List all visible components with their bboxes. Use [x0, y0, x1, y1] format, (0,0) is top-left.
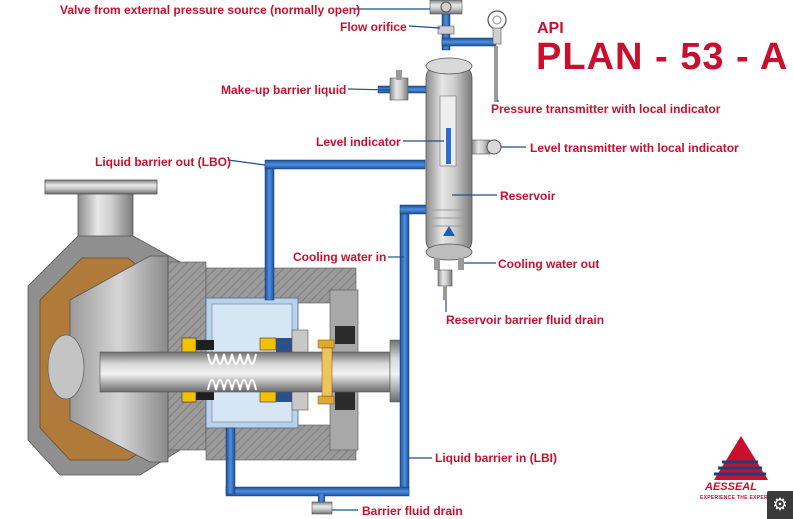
reservoir — [425, 57, 473, 270]
label-lbi: Liquid barrier in (LBI) — [435, 451, 557, 465]
label-makeup: Make-up barrier liquid — [221, 83, 347, 97]
gear-icon: ⚙ — [772, 495, 788, 515]
shaft — [99, 339, 405, 405]
pump-casing — [27, 179, 359, 476]
logo-name: AESSEAL — [705, 481, 757, 493]
label-level-indicator: Level indicator — [316, 135, 401, 149]
page-title: PLAN - 53 - A — [536, 36, 789, 78]
aesseal-logo-mark — [714, 436, 768, 480]
label-reservoir-drain: Reservoir barrier fluid drain — [446, 313, 605, 327]
label-cooling-in: Cooling water in — [293, 250, 387, 264]
settings-button[interactable]: ⚙ — [767, 491, 793, 519]
label-pressure-transmitter: Pressure transmitter with local indicato… — [491, 102, 721, 116]
label-level-transmitter: Level transmitter with local indicator — [530, 141, 739, 155]
logo-tagline: EXPERIENCE THE EXPERTS — [700, 495, 775, 501]
label-barrier-drain: Barrier fluid drain — [362, 504, 463, 518]
label-flow-orifice: Flow orifice — [340, 20, 407, 34]
title-api: API — [537, 20, 564, 37]
label-valve-external: Valve from external pressure source (nor… — [60, 3, 361, 17]
label-lbo: Liquid barrier out (LBO) — [95, 155, 231, 169]
leader-lines — [227, 8, 526, 511]
label-cooling-out: Cooling water out — [498, 257, 600, 271]
instruments — [311, 0, 507, 515]
label-reservoir: Reservoir — [500, 189, 556, 203]
